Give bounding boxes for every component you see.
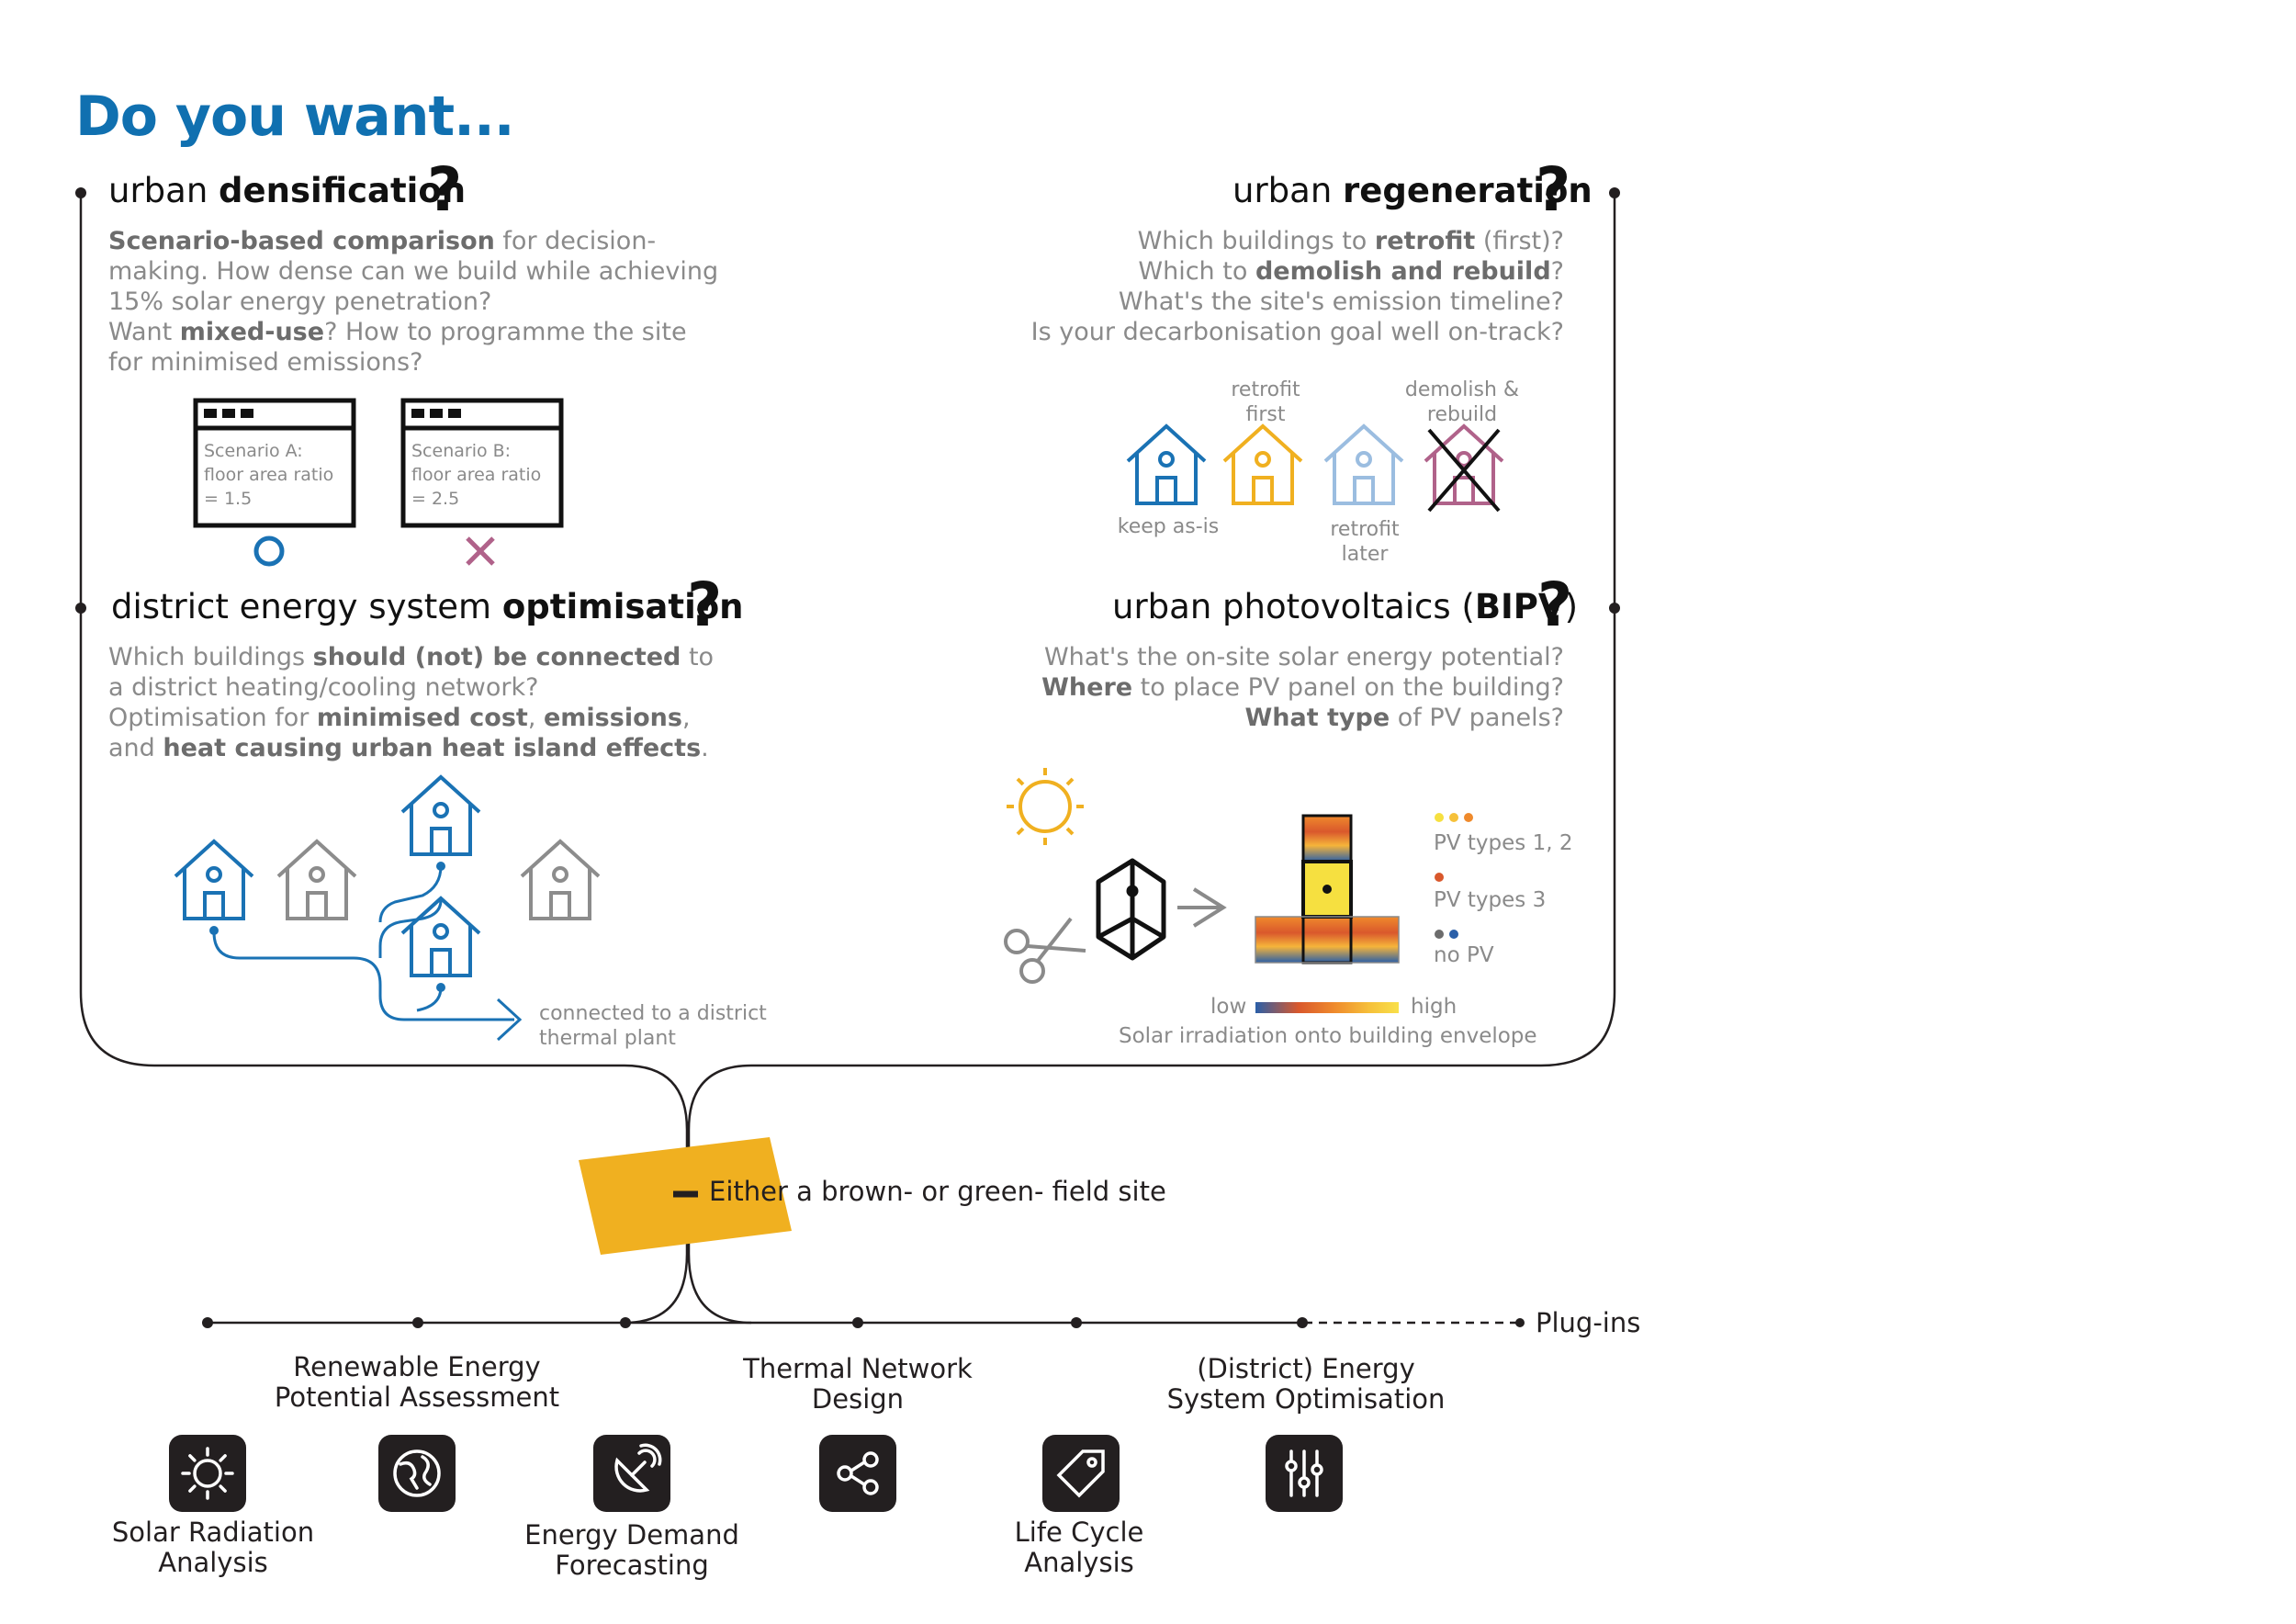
outer-bracket-line <box>79 193 689 1325</box>
scale-low-label: low <box>1210 995 1247 1019</box>
paragraph: What's the on-site solar energy potentia… <box>1043 643 1564 671</box>
outer-bracket-line-right <box>687 193 1616 1325</box>
timeline-dot <box>1071 1317 1082 1328</box>
bipv-building-heatmap <box>1255 814 1400 964</box>
bullet-densification <box>75 187 86 198</box>
building-cube-icon <box>1096 858 1166 961</box>
heading-district: district energy system optimisation <box>111 587 744 626</box>
timeline-dot <box>620 1317 631 1328</box>
timeline-dot <box>412 1317 423 1328</box>
legend-no-pv: no PV <box>1434 943 1494 967</box>
plugins-label: Plug-ins <box>1536 1307 1641 1338</box>
district-network-lines <box>212 865 523 1042</box>
paragraph: Which buildings should (not) be connecte… <box>108 643 715 702</box>
label-keep-as-is: keep as-is <box>1117 515 1220 538</box>
site-label: Either a brown- or green- field site <box>709 1176 1166 1207</box>
house-keep-icon <box>1126 423 1207 505</box>
timeline-dot <box>1515 1318 1525 1327</box>
circle-mark-icon <box>253 536 285 567</box>
scissors-icon <box>1004 917 1086 984</box>
house-retrofit-later-icon <box>1323 423 1404 505</box>
globe-icon <box>378 1435 456 1512</box>
paragraph: What type of PV panels? <box>1244 704 1564 732</box>
body-regeneration: Which buildings to retrofit (first)?Whic… <box>974 226 1564 347</box>
scale-caption: Solar irradiation onto building envelope <box>1119 1024 1537 1048</box>
house-unconnected-icon <box>276 839 357 920</box>
heading-densification: urban densification <box>108 171 467 210</box>
bullet-regeneration <box>1609 187 1620 198</box>
timeline-dot <box>852 1317 863 1328</box>
share-nodes-icon <box>819 1435 896 1512</box>
paragraph: Want mixed-use? How to programme the sit… <box>108 318 687 377</box>
paragraph: Where to place PV panel on the building? <box>1041 673 1564 702</box>
body-densification: Scenario-based comparison for decision-m… <box>108 226 724 378</box>
paragraph: Which to demolish and rebuild? <box>1138 257 1564 286</box>
scenario-a-text: Scenario A:floor area ratio= 1.5 <box>204 441 334 509</box>
house-connected-icon <box>400 896 481 977</box>
house-retrofit-first-icon <box>1222 423 1303 505</box>
scenario-a-window <box>193 398 356 528</box>
question-mark-icon: ? <box>427 154 463 225</box>
legend-pv-types-3: PV types 3 <box>1434 888 1547 912</box>
house-unconnected-icon <box>520 839 601 920</box>
timeline-dot <box>202 1317 213 1328</box>
sun-icon <box>1007 768 1084 845</box>
heading-regeneration: urban regeneration <box>1232 171 1593 210</box>
timeline-dot <box>1297 1317 1308 1328</box>
demolish-cross-icon <box>1427 428 1501 513</box>
cross-mark-icon <box>466 536 495 566</box>
scale-high-label: high <box>1411 995 1458 1019</box>
irradiation-scale-bar <box>1255 1002 1399 1013</box>
heading-bipv: urban photovoltaics (BIPV) <box>1112 587 1579 626</box>
timeline-dots <box>202 1317 1525 1328</box>
paragraph: Scenario-based comparison for decision-m… <box>108 227 719 316</box>
bullet-bipv <box>1609 603 1620 614</box>
legend-pv-types-1-2: PV types 1, 2 <box>1434 831 1573 855</box>
question-mark-icon: ? <box>687 570 723 640</box>
house-connected-icon <box>400 774 481 856</box>
house-connected-icon <box>174 839 254 920</box>
label-demolish-rebuild: demolish &rebuild <box>1404 378 1520 426</box>
paragraph: Which buildings to retrofit (first)? <box>1137 227 1564 255</box>
paragraph: Optimisation for minimised cost, emissio… <box>108 704 709 762</box>
page-title: Do you want... <box>75 85 515 149</box>
question-mark-icon: ? <box>1536 154 1571 225</box>
scenario-b-window <box>400 398 564 528</box>
house-demolish-icon <box>1424 423 1504 505</box>
pv-legend-dots <box>1435 813 1473 939</box>
body-bipv: What's the on-site solar energy potentia… <box>974 642 1564 733</box>
paragraph: What's the site's emission timeline? <box>1118 288 1564 316</box>
tag-icon <box>1042 1435 1120 1512</box>
scenario-b-text: Scenario B:floor area ratio= 2.5 <box>411 441 542 509</box>
sliders-icon <box>1266 1435 1343 1512</box>
paragraph: Is your decarbonisation goal well on-tra… <box>1030 318 1564 346</box>
sun-icon <box>169 1435 246 1512</box>
body-district: Which buildings should (not) be connecte… <box>108 642 724 763</box>
bullet-district <box>75 603 86 614</box>
question-mark-icon: ? <box>1537 570 1573 640</box>
satellite-dish-icon <box>593 1435 670 1512</box>
